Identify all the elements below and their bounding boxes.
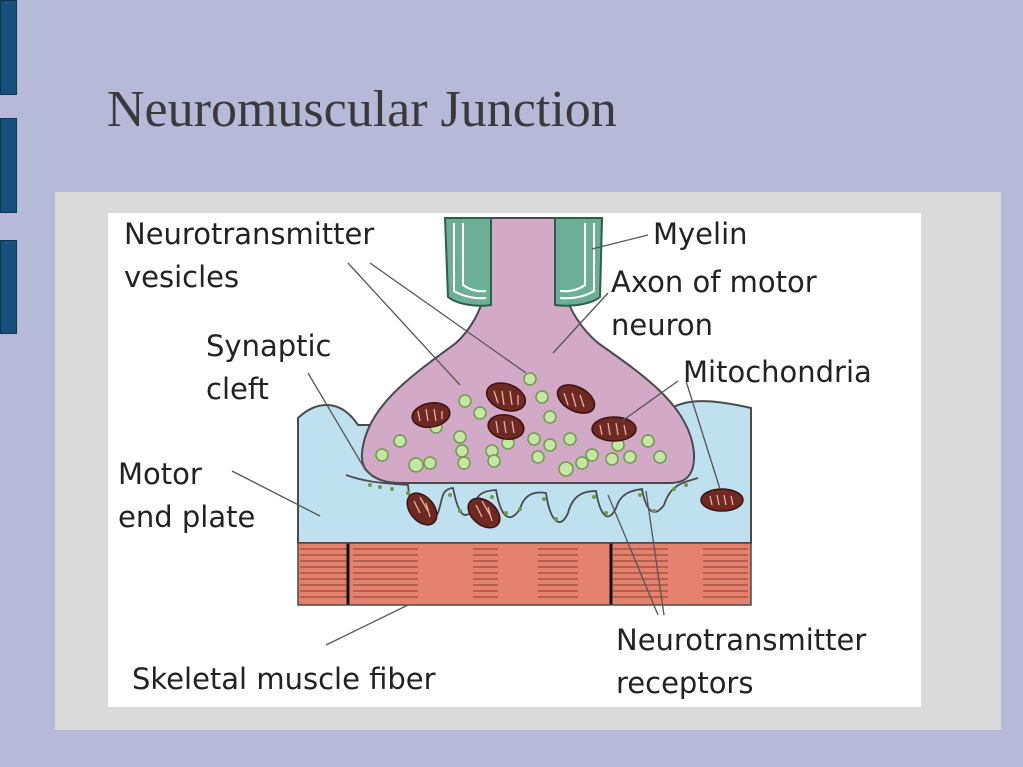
label-axon-of-motor-neuron: Axon of motor neuron xyxy=(611,261,817,347)
myelin-left xyxy=(443,217,492,307)
myelin-right xyxy=(554,217,604,307)
label-myelin: Myelin xyxy=(653,217,748,251)
label-receptors-line2: receptors xyxy=(616,666,754,700)
muscle-fiber xyxy=(298,543,751,605)
label-motor-end-plate: Motor end plate xyxy=(118,453,255,539)
label-receptors-line1: Neurotransmitter xyxy=(616,623,867,657)
label-neurotransmitter-receptors: Neurotransmitter receptors xyxy=(616,619,866,705)
label-motor-end-plate-line2: end plate xyxy=(118,500,256,534)
label-axon-line1: Axon of motor xyxy=(611,265,817,299)
mitochondria-cristae xyxy=(413,390,734,522)
label-neurotransmitter-vesicles-line2: vesicles xyxy=(124,260,240,294)
side-bar-top xyxy=(0,0,17,95)
label-mitochondria: Mitochondria xyxy=(683,355,872,389)
label-synaptic-cleft-line1: Synaptic xyxy=(206,329,332,363)
label-skeletal-muscle-fiber: Skeletal muscle fiber xyxy=(132,662,436,696)
myelin-layers xyxy=(453,223,595,300)
slide-title: Neuromuscular Junction xyxy=(107,81,617,138)
diagram-drawing xyxy=(231,217,752,646)
label-neurotransmitter-vesicles-line1: Neurotransmitter xyxy=(124,217,375,251)
muscle-striations xyxy=(300,548,748,598)
label-synaptic-cleft-line2: cleft xyxy=(206,372,269,406)
neuromuscular-junction-diagram: Neurotransmitter vesicles Myelin Axon of… xyxy=(108,213,921,707)
label-motor-end-plate-line1: Motor xyxy=(118,457,202,491)
label-axon-line2: neuron xyxy=(611,308,714,342)
side-bar-middle xyxy=(0,118,17,213)
junctional-folds xyxy=(345,474,699,523)
label-synaptic-cleft: Synaptic cleft xyxy=(206,325,332,411)
label-neurotransmitter-vesicles: Neurotransmitter vesicles xyxy=(124,213,374,299)
side-bar-bottom xyxy=(0,240,17,334)
muscle-fiber-outline xyxy=(297,542,752,606)
leader-lines xyxy=(231,234,721,646)
